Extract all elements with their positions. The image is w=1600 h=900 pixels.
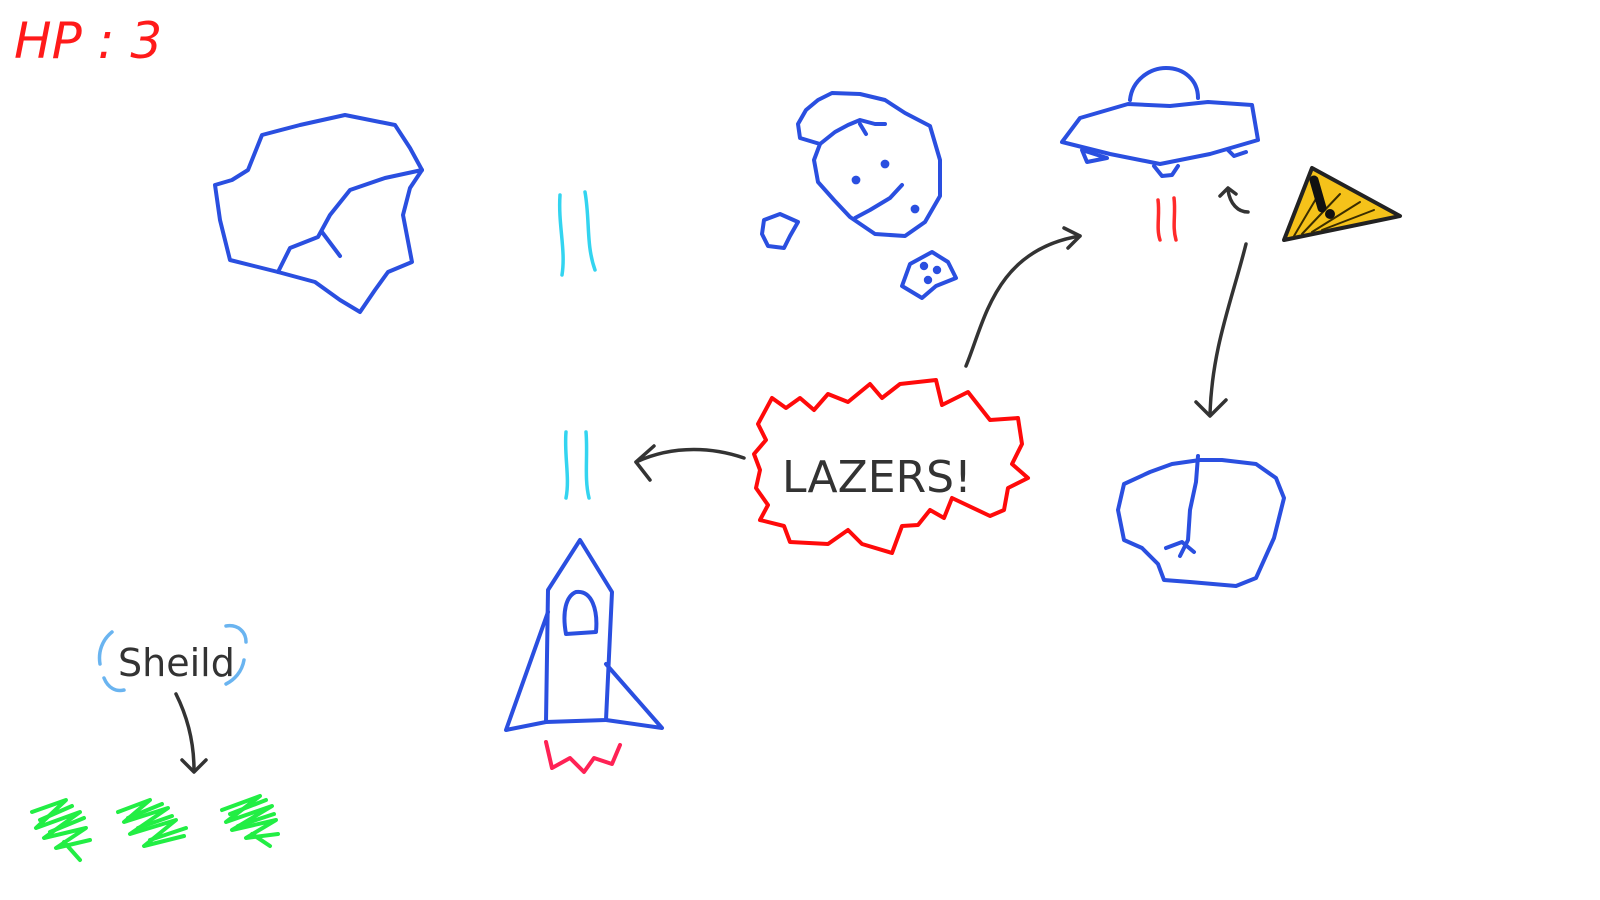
arrow-to-shield-pickups: [174, 692, 208, 774]
ufo-icon: [1060, 66, 1260, 178]
shield-callout: Sheild: [97, 623, 248, 693]
arrow-to-player-laser: [634, 444, 746, 482]
rocket-icon[interactable]: [504, 538, 664, 732]
arrow-warning-to-asteroid: [1194, 242, 1248, 418]
shield-pickup-3[interactable]: [220, 794, 280, 848]
lazers-label: LAZERS!: [782, 452, 972, 503]
player-laser-bottom: [563, 430, 591, 500]
thruster-flame: [544, 740, 622, 774]
shield-pickup-2[interactable]: [116, 798, 188, 848]
enemy-laser: [1156, 196, 1178, 242]
shield-pickup-1[interactable]: [30, 798, 92, 862]
arrow-to-enemy-laser: [964, 226, 1082, 368]
asteroid-right: [1116, 454, 1286, 588]
shield-label: Sheild: [118, 641, 235, 685]
lazers-callout: LAZERS!: [752, 378, 1030, 555]
asteroid-large: [213, 113, 424, 314]
warning-icon: [1282, 166, 1402, 242]
hp-counter: HP : 3: [14, 12, 162, 70]
player-laser-top: [557, 190, 597, 277]
asteroid-cluster: [760, 91, 958, 300]
arrow-warning-to-ufo: [1218, 186, 1250, 214]
